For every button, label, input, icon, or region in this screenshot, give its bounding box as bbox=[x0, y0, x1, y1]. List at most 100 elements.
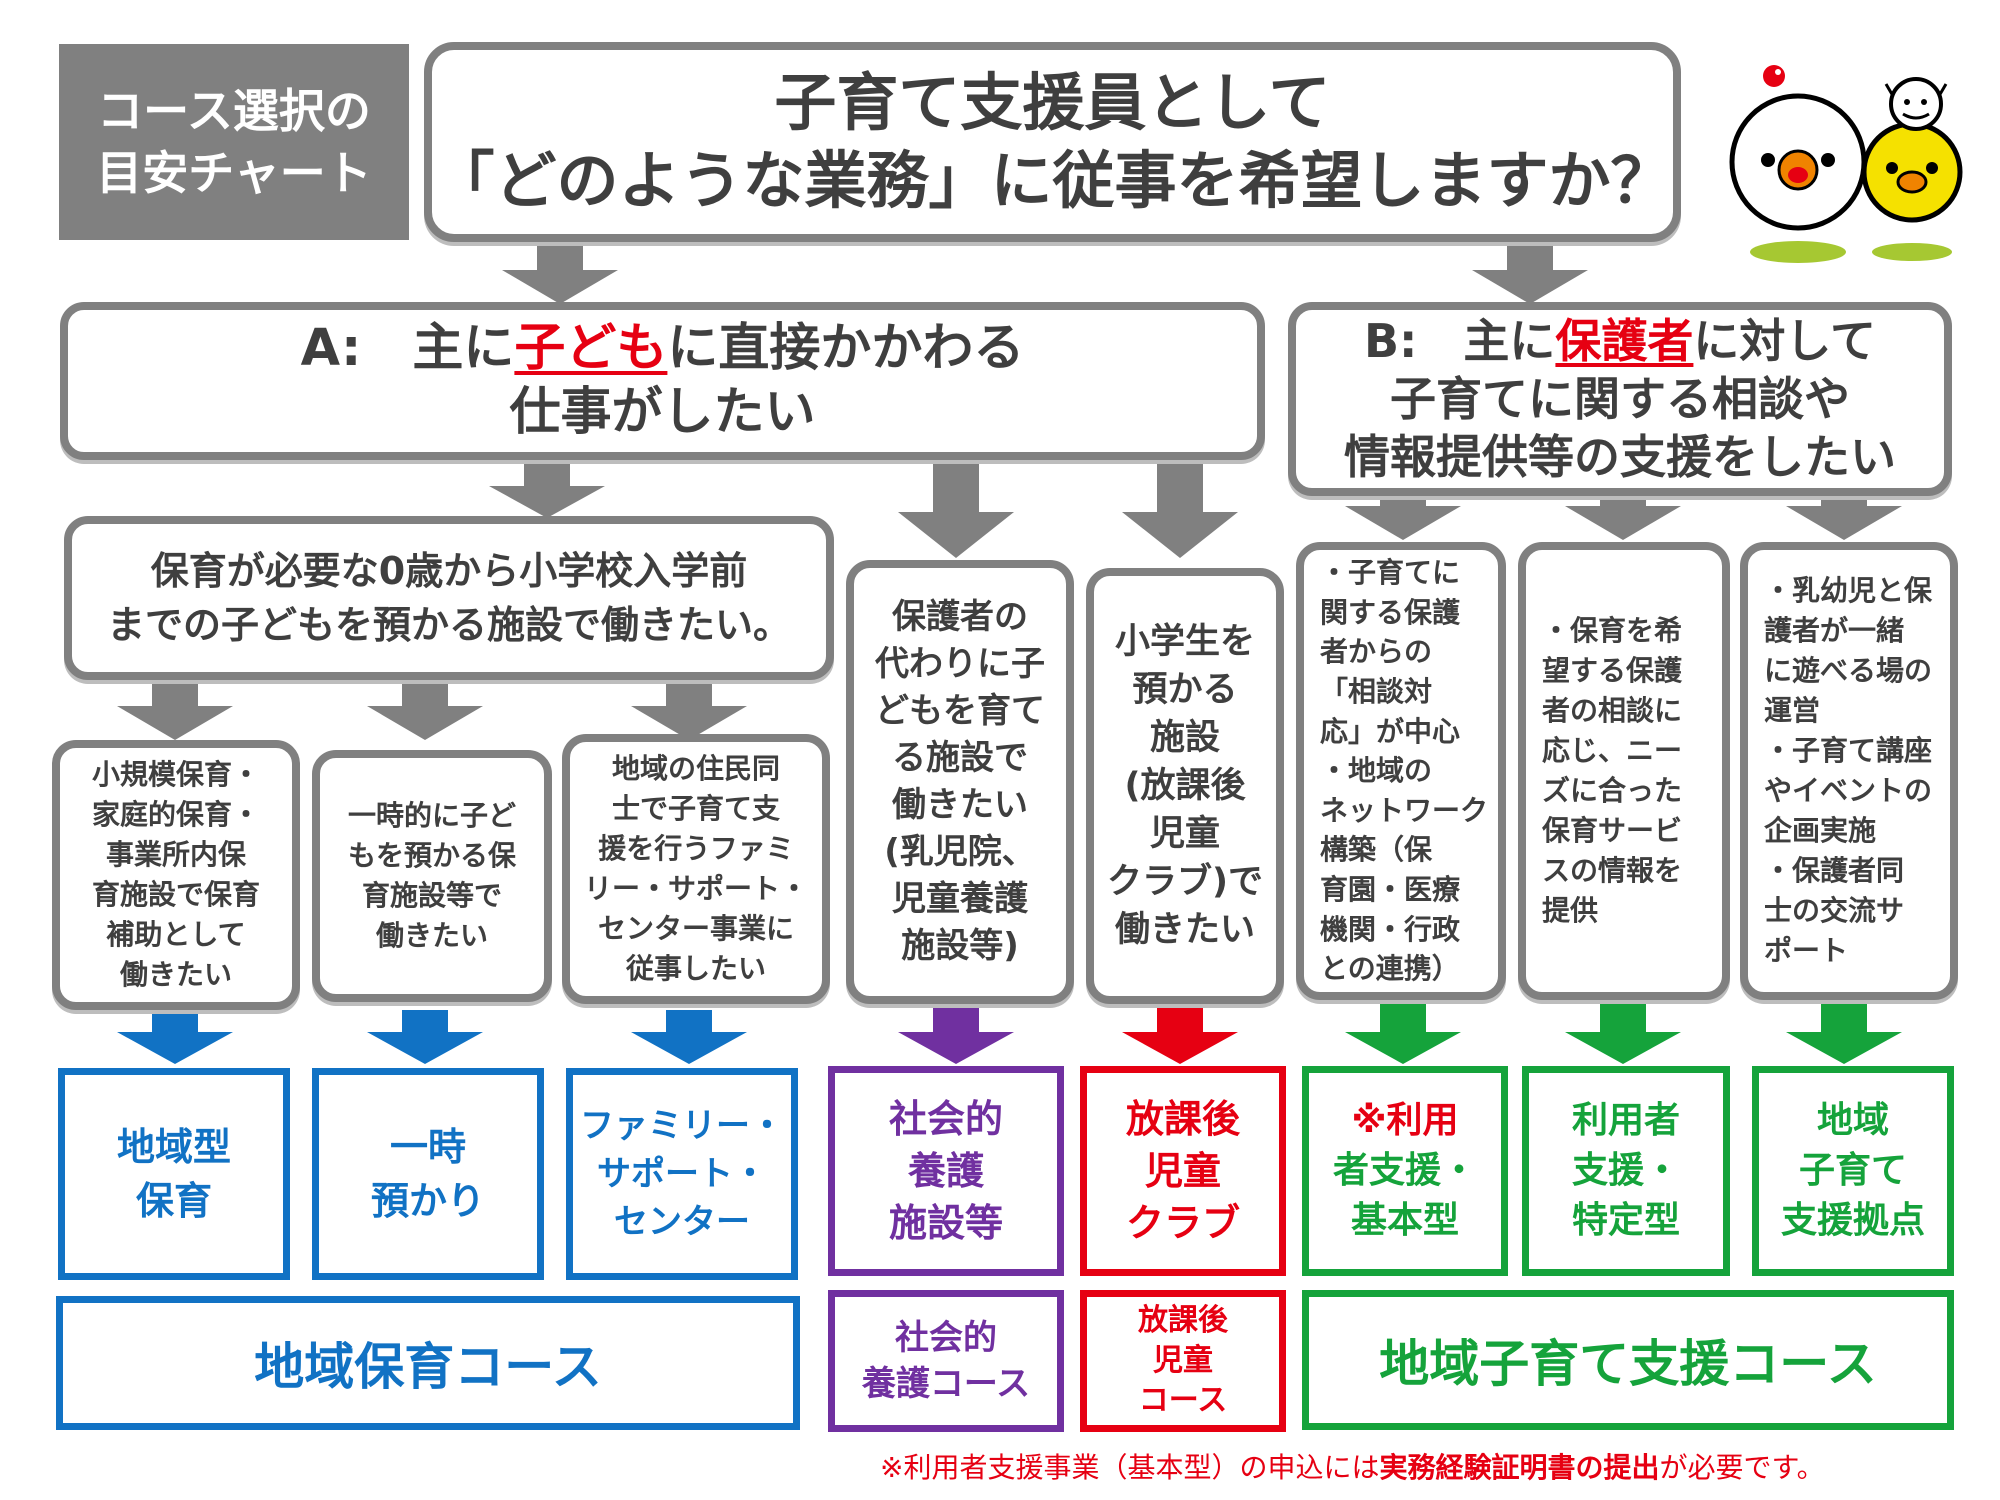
result-shakai: 社会的 養護 施設等 bbox=[828, 1066, 1064, 1276]
option-info: ・保育を希 望する保護 者の相談に 応じ、ニー ズに合った 保育サービ スの情報… bbox=[1518, 542, 1730, 1000]
option-hub: ・乳幼児と保 護者が一緒 に遊べる場の 運営 ・子育て講座 やイベントの 企画実… bbox=[1740, 542, 1958, 1000]
arrow-green-1 bbox=[1345, 1000, 1461, 1064]
option-small-nursery: 小規模保育・ 家庭的保育・ 事業所内保 育施設で保育 補助として 働きたい bbox=[52, 740, 300, 1010]
chart-label-line: コース選択の bbox=[97, 84, 371, 138]
option-line: 施設等) bbox=[901, 926, 1019, 966]
option-line: リー・サポート・ bbox=[583, 872, 808, 905]
course-label: コース bbox=[1138, 1383, 1228, 1418]
option-line: 応じ、ニー bbox=[1542, 734, 1683, 767]
result-line: 支援拠点 bbox=[1780, 1200, 1925, 1241]
arrow-blue-1 bbox=[117, 1010, 233, 1064]
option-line: 者からの bbox=[1320, 635, 1433, 669]
category-a-line2: 仕事がしたい bbox=[509, 383, 816, 442]
option-line: 護者が一緒 bbox=[1764, 614, 1905, 647]
course-label: 児童 bbox=[1153, 1343, 1213, 1378]
result-line: 者支援・ bbox=[1332, 1150, 1477, 1191]
option-line: ・子育てに bbox=[1320, 556, 1461, 590]
result-line: 支援・ bbox=[1571, 1150, 1680, 1191]
category-b-line2: 子育てに関する相談や bbox=[1390, 372, 1850, 426]
option-line: 士で子育て支 bbox=[611, 792, 780, 825]
result-line: 放課後 bbox=[1125, 1097, 1240, 1141]
result-line: 児童 bbox=[1144, 1149, 1221, 1193]
result-tokutei: 利用者 支援・ 特定型 bbox=[1522, 1066, 1730, 1276]
category-b-box: B: 主に保護者に対して 子育てに関する相談や 情報提供等の支援をしたい bbox=[1288, 302, 1952, 496]
category-a-prefix: A: 主に bbox=[300, 319, 515, 378]
arrow-green-3 bbox=[1786, 1000, 1902, 1064]
option-line: 機関・行政 bbox=[1320, 912, 1461, 946]
category-a-highlight: 子ども bbox=[514, 319, 668, 378]
option-line: 士の交流サ bbox=[1764, 894, 1905, 927]
course-label: 地域子育て支援コース bbox=[1379, 1335, 1877, 1393]
option-line: 代わりに子 bbox=[875, 644, 1045, 684]
option-line: 一時的に子ど bbox=[347, 799, 516, 832]
arrow-a-to-social bbox=[898, 458, 1014, 558]
category-b-highlight: 保護者 bbox=[1555, 314, 1694, 368]
option-line: 施設 bbox=[1149, 718, 1220, 758]
question-box: 子育て支援員として 「どのような業務」に従事を希望しますか？ bbox=[424, 42, 1681, 242]
result-line: 子育て bbox=[1798, 1150, 1907, 1191]
option-line: 補助として bbox=[106, 918, 246, 951]
result-line: 預かり bbox=[370, 1179, 485, 1223]
arrow-sub-to-small bbox=[117, 680, 233, 740]
option-line: 児童 bbox=[1149, 814, 1220, 854]
option-line: 児童養護 bbox=[892, 879, 1028, 919]
option-line: 応」が中心 bbox=[1320, 714, 1461, 748]
option-line: ・子育て講座 bbox=[1764, 734, 1933, 767]
result-kihon: ※利用 者支援・ 基本型 bbox=[1302, 1066, 1508, 1276]
arrow-b-to-hub bbox=[1786, 494, 1902, 540]
option-line: 援を行うファミ bbox=[598, 832, 794, 865]
category-a-box: A: 主に子どもに直接かかわる 仕事がしたい bbox=[60, 302, 1265, 460]
option-line: 望する保護 bbox=[1542, 654, 1683, 687]
option-consult: ・子育てに 関する保護 者からの 「相談対 応」が中心 ・地域の ネットワーク … bbox=[1296, 542, 1506, 1000]
option-line: 働きたい bbox=[119, 958, 232, 991]
option-line: 関する保護 bbox=[1320, 595, 1461, 629]
footnote-part2: が必要です。 bbox=[1659, 1451, 1825, 1484]
sub-a-line: 保育が必要な0歳から小学校入学前 bbox=[150, 549, 748, 593]
option-temporary: 一時的に子ど もを預かる保 育施設等で 働きたい bbox=[312, 750, 552, 1002]
result-line: サポート・ bbox=[597, 1154, 767, 1194]
option-line: ズに合った bbox=[1542, 774, 1683, 807]
option-line: 提供 bbox=[1542, 894, 1599, 927]
option-line: 企画実施 bbox=[1764, 814, 1877, 847]
course-label: 地域保育コース bbox=[254, 1338, 602, 1396]
chart-label-box: コース選択の 目安チャート bbox=[59, 44, 409, 240]
category-b-suffix: に対して bbox=[1693, 314, 1877, 368]
option-line: 小学生を bbox=[1114, 622, 1255, 662]
category-a-line1: A: 主に子どもに直接かかわる bbox=[301, 317, 1025, 381]
result-line: ※利用 bbox=[1351, 1100, 1459, 1141]
question-line: 「どのような業務」に従事を希望しますか？ bbox=[432, 144, 1673, 217]
option-social-care: 保護者の 代わりに子 どもを育て る施設で 働きたい (乳児院、 児童養護 施設… bbox=[846, 560, 1074, 1004]
arrow-question-to-a bbox=[502, 240, 618, 304]
category-b-prefix: B: 主に bbox=[1363, 314, 1556, 368]
result-line: クラブ bbox=[1125, 1201, 1240, 1245]
option-line: 育施設等で bbox=[361, 879, 502, 912]
option-line: 保護者の bbox=[892, 597, 1028, 637]
result-line: 養護 bbox=[907, 1149, 984, 1193]
arrow-a-to-afterschool bbox=[1122, 458, 1238, 558]
option-line: 地域の住民同 bbox=[611, 752, 780, 785]
arrow-blue-2 bbox=[367, 1010, 483, 1064]
arrow-b-to-consult bbox=[1345, 494, 1461, 540]
question-line: 子育て支援員として bbox=[774, 66, 1331, 139]
option-line: 小規模保育・ bbox=[91, 758, 260, 791]
arrow-question-to-b bbox=[1472, 240, 1588, 304]
option-line: 働きたい bbox=[892, 785, 1028, 825]
result-line: センター bbox=[614, 1202, 750, 1242]
category-a-suffix: に直接かかわる bbox=[667, 319, 1025, 378]
option-line: 構築（保 bbox=[1320, 833, 1433, 867]
option-line: 運営 bbox=[1764, 694, 1821, 727]
option-line: 者の相談に bbox=[1542, 694, 1683, 727]
option-line: 育施設で保育 bbox=[91, 878, 260, 911]
option-line: 預かる bbox=[1132, 670, 1238, 710]
course-label: 養護コース bbox=[861, 1364, 1031, 1404]
course-shakai: 社会的 養護コース bbox=[828, 1290, 1064, 1432]
option-line: との連携） bbox=[1320, 952, 1460, 986]
option-line: 家庭的保育・ bbox=[91, 798, 260, 831]
option-family-support: 地域の住民同 士で子育て支 援を行うファミ リー・サポート・ センター事業に 従… bbox=[562, 734, 830, 1004]
option-line: ・地域の bbox=[1320, 754, 1433, 788]
option-line: ネットワーク bbox=[1320, 793, 1489, 827]
course-label: 放課後 bbox=[1138, 1303, 1228, 1338]
option-after-school: 小学生を 預かる 施設 (放課後 児童 クラブ)で 働きたい bbox=[1086, 568, 1284, 1004]
